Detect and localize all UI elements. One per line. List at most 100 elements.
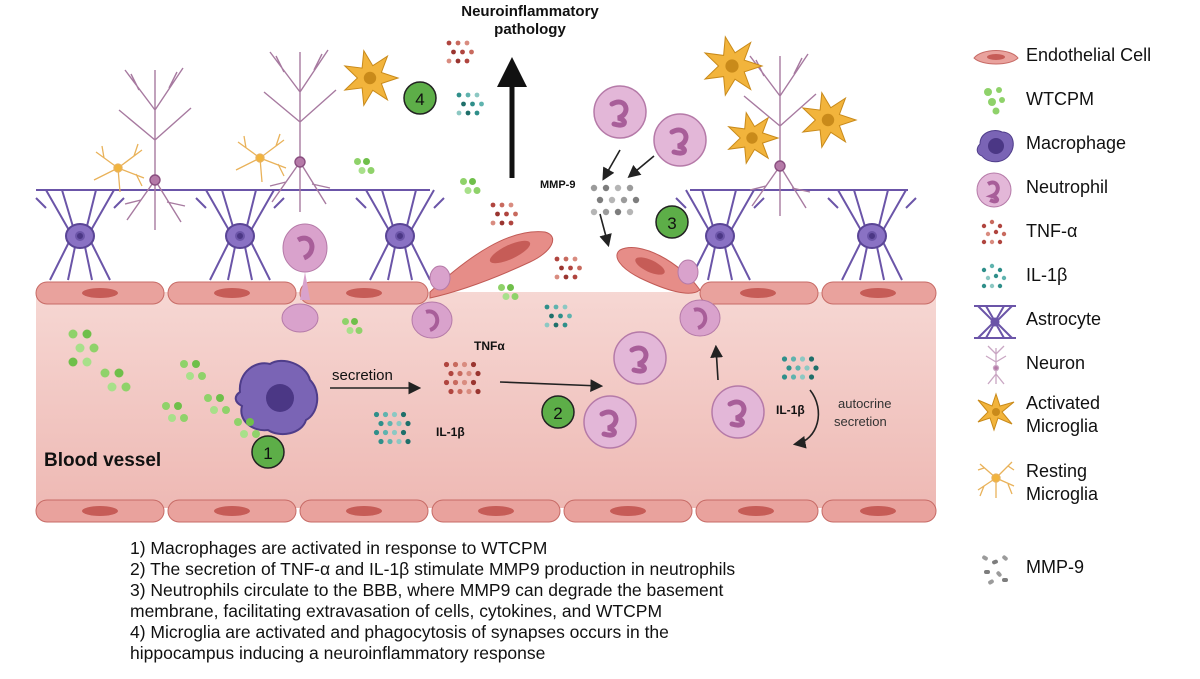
legend-item-endothelial-cell: Endothelial Cell [972,36,1194,80]
wtcpm-cluster [460,178,481,194]
wtcpm-cluster [234,418,260,438]
circulation-arrow [499,379,604,393]
il-1b-icon [981,263,1007,289]
astrocyte [355,189,445,281]
neutrophil-icon [976,172,1012,208]
legend-item-astrocyte: Astrocyte [972,300,1194,344]
legend-item-il-1b: IL-1β [972,256,1194,300]
tnf-cluster [554,256,582,280]
resting-microglia [235,133,287,183]
neuron [118,67,192,230]
il1b-cluster [373,411,411,445]
endothelial-layer-bottom [35,499,937,523]
activated-microglia [343,49,400,107]
mmp-9-icon [982,555,1008,585]
step-notes: 1) Macrophages are activated in response… [130,538,950,664]
legend-label: Endothelial Cell [1026,45,1152,65]
legend-label: IL-1β [1026,265,1068,285]
il1b-cluster [456,92,484,116]
extravasating-neutrophils [281,223,721,339]
legend-item-wtcpm: WTCPM [972,80,1194,124]
note-line: 1) Macrophages are activated in response… [130,538,548,558]
legend-label: Neuron [1026,353,1086,373]
extravasation-arrow [710,344,723,381]
legend-label: WTCPM [1026,89,1094,109]
mmp9-cluster [590,184,640,216]
neuron [263,49,337,212]
activated-microglia-icon [977,392,1015,432]
svg-text:3: 3 [667,214,676,233]
legend-label: TNF-α [1026,221,1078,241]
tnf-cluster [443,361,481,395]
wtcpm-cluster [162,402,188,422]
legend-item-activated-microglia: Activated Microglia [972,388,1194,446]
activated-microglia [703,35,764,97]
top-label-line2: pathology [494,21,566,38]
activated-microglia [727,111,780,165]
particle-clusters [68,40,819,445]
legend-item-resting-microglia: Resting Microglia [972,456,1194,514]
wtcpm-particles-icon [984,87,1005,115]
legend-item-macrophage: Macrophage [972,124,1194,168]
mmp9-label: MMP-9 [540,179,575,191]
endothelial-layer-top [35,281,937,305]
il1b-label-left: IL-1β [436,425,465,439]
arrows [330,149,820,449]
wtcpm-cluster [100,368,131,392]
legend-item-neuron: Neuron [972,344,1194,388]
note-line: 2) The secretion of TNF-α and IL-1β stim… [130,559,736,579]
tnf-label: TNFα [474,339,505,353]
tnf-cluster [490,202,518,226]
neutrophils [583,85,765,449]
step-badge-2: 2 [541,395,575,429]
tnf-alpha-icon [981,219,1007,245]
autocrine-arrow [792,389,820,449]
blood-vessel-lumen [36,292,936,508]
legend-label: Macrophage [1026,133,1127,153]
note-line: 3) Neutrophils circulate to the BBB, whe… [130,580,724,600]
top-label-line1: Neuroinflammatory [461,3,599,20]
step-badge-1: 1 [251,435,285,469]
legend-item-tnf-alpha: TNF-α [972,212,1194,256]
neutrophil [593,85,647,139]
note-line: hippocampus inducing a neuroinflammatory… [130,643,546,663]
tnf-cluster [446,40,474,64]
macrophage-icon [976,130,1014,163]
microglia [93,35,858,193]
legend-item-mmp-9: MMP-9 [972,548,1194,592]
vessel-label: Blood vessel [44,450,161,471]
legend-label: Resting Microglia [1026,461,1099,504]
legend-item-neutrophil: Neutrophil [972,168,1194,212]
neuron-icon [985,345,1007,385]
neurons [118,49,817,230]
legend-label: Activated Microglia [1026,393,1101,436]
il1b-cluster [544,304,572,328]
neutrophil [653,113,707,167]
step-badge-4: 4 [403,81,437,115]
wtcpm-cluster [498,284,519,300]
wtcpm-cluster [180,360,206,380]
astrocyte [195,189,285,281]
legend-label: MMP-9 [1026,557,1084,577]
astrocyte [35,189,125,281]
astrocytes [35,189,917,281]
wtcpm-cluster [204,394,230,414]
resting-microglia-icon [977,461,1015,498]
note-line: 4) Microglia are activated and phagocyto… [130,622,669,642]
astrocyte-icon [974,305,1016,339]
svg-text:2: 2 [553,404,562,423]
wtcpm-cluster [342,318,363,334]
resting-microglia [93,143,145,193]
svg-text:4: 4 [415,90,424,109]
astrocyte [827,189,917,281]
astrocyte [675,189,765,281]
step-badge-3: 3 [655,205,689,239]
svg-text:1: 1 [263,444,272,463]
neutrophil [711,385,765,439]
neutrophil [583,395,637,449]
macrophage [234,359,319,436]
legend-label: Astrocyte [1026,309,1102,329]
autocrine-label-line2: secretion [834,414,887,429]
